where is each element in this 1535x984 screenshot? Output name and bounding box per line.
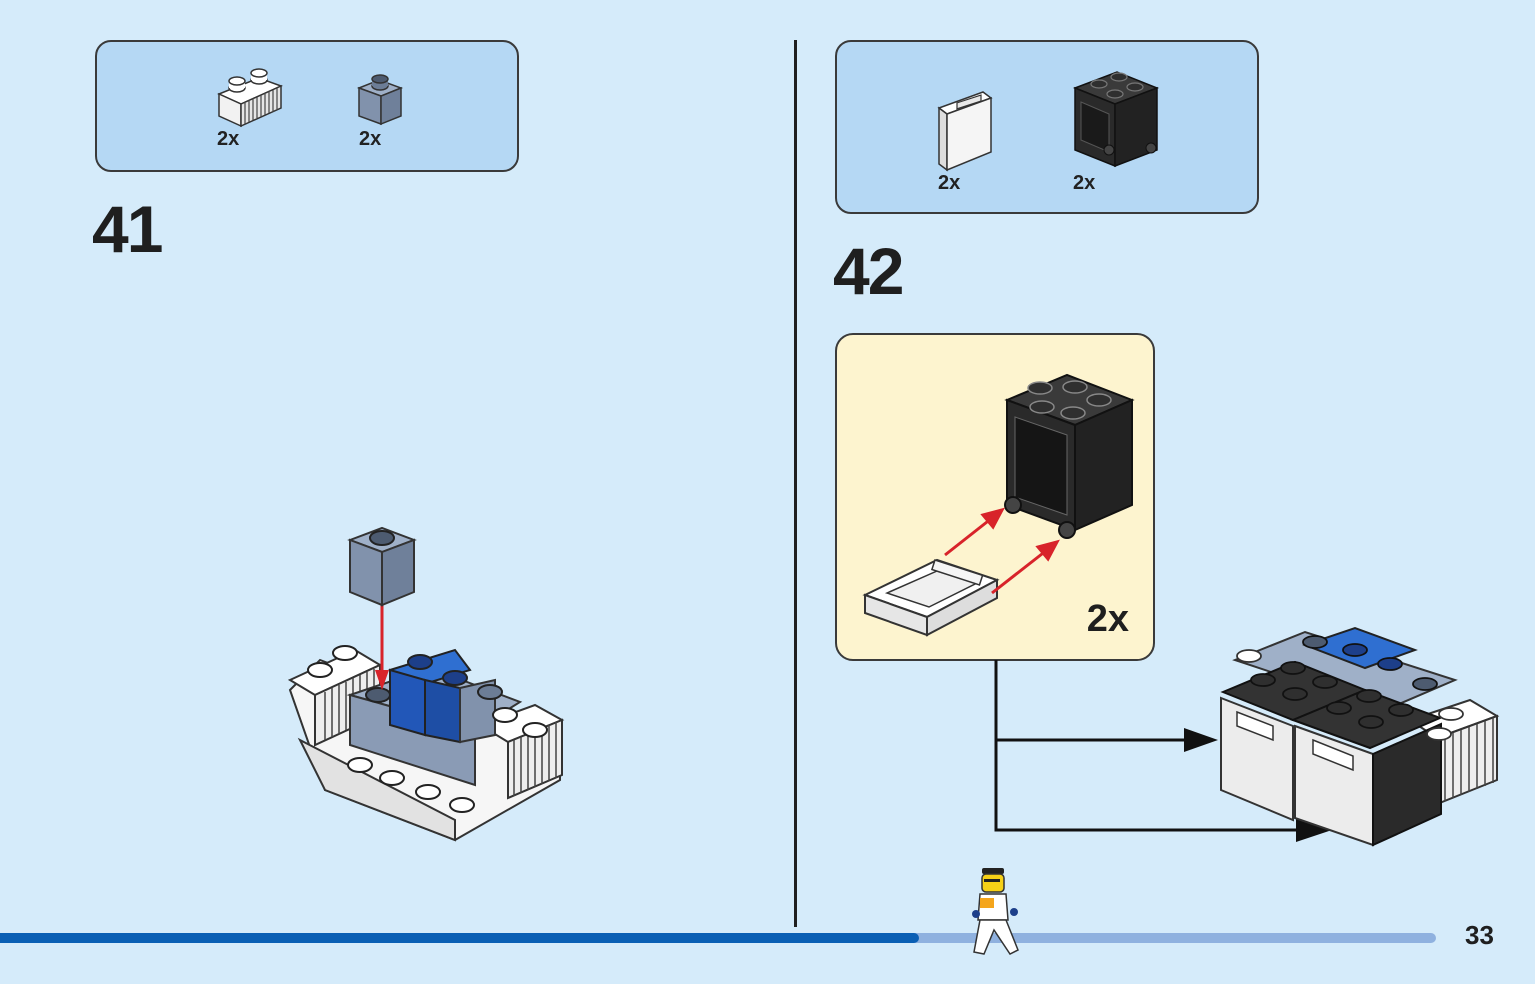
red-arrow-icon (944, 507, 1060, 595)
boat-build-step-42 (1220, 626, 1500, 847)
page-number: 33 (1465, 920, 1494, 950)
part-qty: 2x (359, 128, 382, 150)
page-divider (794, 40, 797, 927)
part-qty: 2x (217, 128, 240, 150)
minifigure-icon (972, 868, 1019, 955)
subassembly-callout: 2x (835, 333, 1155, 661)
callout-connector (994, 660, 1332, 842)
part-qty: 2x (938, 172, 961, 194)
subassembly-qty: 2x (1086, 598, 1129, 640)
container-door-icon (937, 91, 993, 172)
container-assembly-illustration (862, 373, 1135, 637)
step-number: 42 (833, 234, 904, 308)
parts-list-step-41: 2x 2x (95, 40, 519, 172)
parts-list-step-42: 2x 2x (835, 40, 1259, 214)
brick-white-ribbed-icon (217, 68, 283, 128)
brick-sand-blue-icon (356, 74, 404, 126)
part-qty: 2x (1073, 172, 1096, 194)
boat-build-step-41 (287, 526, 565, 842)
step-number: 41 (92, 192, 163, 266)
progress-fill (0, 933, 919, 943)
container-black-icon (1072, 71, 1160, 168)
